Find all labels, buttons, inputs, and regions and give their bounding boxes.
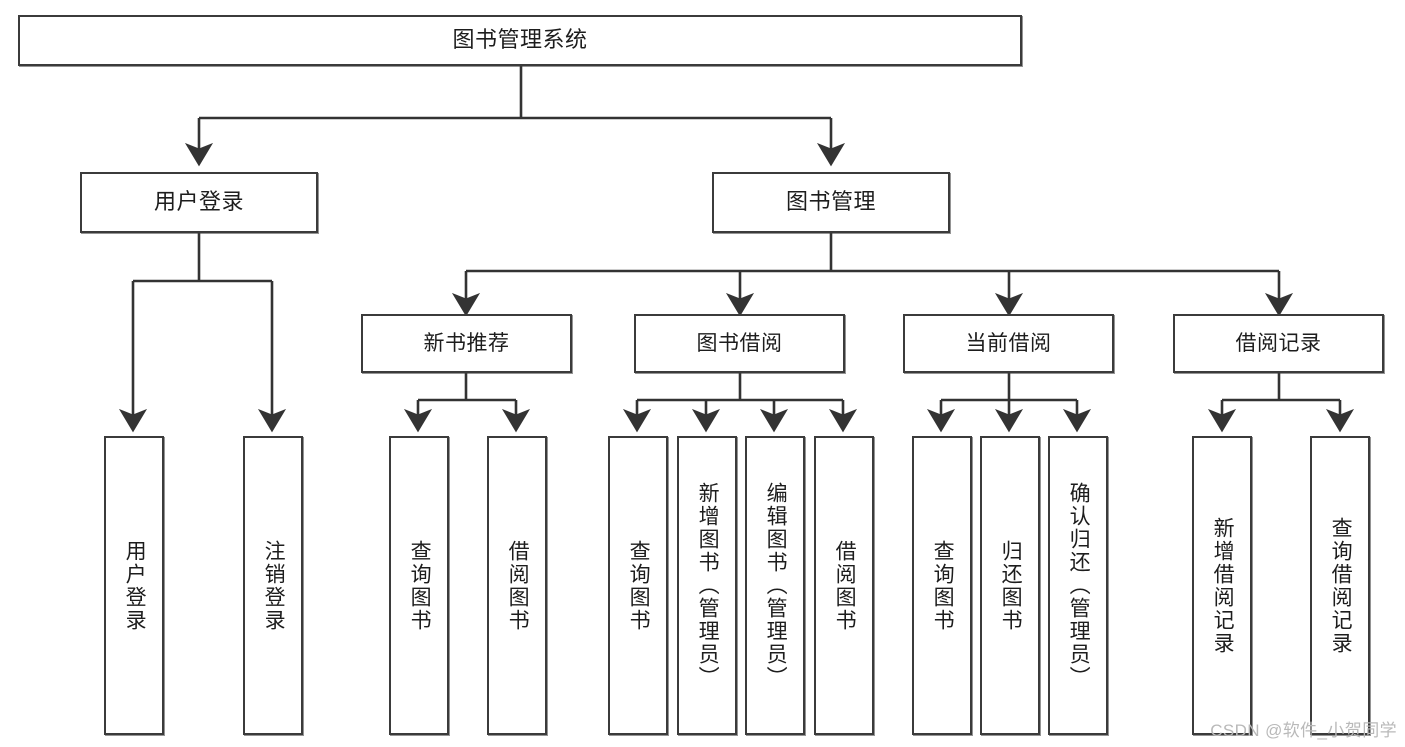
node-leaf-borrow-book-2[interactable]: 借阅图书 — [814, 436, 874, 735]
node-book-manage[interactable]: 图书管理 — [712, 172, 950, 233]
node-user-login-label: 用户登录 — [153, 189, 244, 215]
node-current-borrow[interactable]: 当前借阅 — [903, 314, 1114, 373]
node-book-borrow[interactable]: 图书借阅 — [634, 314, 845, 373]
node-leaf-confirm-return-label: 确认归还（管理员） — [1067, 482, 1091, 689]
node-leaf-query-book-1-label: 查询图书 — [408, 539, 432, 632]
node-leaf-logout[interactable]: 注销登录 — [243, 436, 303, 735]
csdn-watermark: CSDN @软件_小贺同学 — [1210, 721, 1397, 740]
node-leaf-user-login-label: 用户登录 — [123, 539, 147, 632]
node-leaf-add-book[interactable]: 新增图书（管理员） — [677, 436, 737, 735]
node-borrow-record[interactable]: 借阅记录 — [1173, 314, 1384, 373]
node-leaf-borrow-book-1-label: 借阅图书 — [506, 539, 530, 632]
node-leaf-user-login[interactable]: 用户登录 — [104, 436, 164, 735]
node-leaf-query-book-3[interactable]: 查询图书 — [912, 436, 972, 735]
node-root-label: 图书管理系统 — [452, 27, 588, 53]
node-leaf-borrow-book-1[interactable]: 借阅图书 — [487, 436, 547, 735]
node-leaf-logout-label: 注销登录 — [262, 539, 286, 632]
node-leaf-add-record-label: 新增借阅记录 — [1211, 516, 1235, 655]
node-book-manage-label: 图书管理 — [785, 189, 876, 215]
node-leaf-edit-book[interactable]: 编辑图书（管理员） — [745, 436, 805, 735]
node-leaf-edit-book-label: 编辑图书（管理员） — [764, 482, 788, 689]
node-user-login[interactable]: 用户登录 — [80, 172, 318, 233]
node-new-book-recommend-label: 新书推荐 — [423, 331, 510, 355]
node-leaf-query-book-2[interactable]: 查询图书 — [608, 436, 668, 735]
node-leaf-return-book[interactable]: 归还图书 — [980, 436, 1040, 735]
node-leaf-query-record-label: 查询借阅记录 — [1329, 516, 1353, 655]
node-leaf-query-record[interactable]: 查询借阅记录 — [1310, 436, 1370, 735]
node-root[interactable]: 图书管理系统 — [18, 15, 1022, 66]
node-current-borrow-label: 当前借阅 — [965, 331, 1052, 355]
node-leaf-return-book-label: 归还图书 — [999, 539, 1023, 632]
node-leaf-borrow-book-2-label: 借阅图书 — [833, 539, 857, 632]
node-book-borrow-label: 图书借阅 — [696, 331, 783, 355]
node-leaf-query-book-1[interactable]: 查询图书 — [389, 436, 449, 735]
node-leaf-add-book-label: 新增图书（管理员） — [696, 482, 720, 689]
node-borrow-record-label: 借阅记录 — [1235, 331, 1322, 355]
node-leaf-confirm-return[interactable]: 确认归还（管理员） — [1048, 436, 1108, 735]
node-leaf-add-record[interactable]: 新增借阅记录 — [1192, 436, 1252, 735]
node-new-book-recommend[interactable]: 新书推荐 — [361, 314, 572, 373]
node-leaf-query-book-3-label: 查询图书 — [931, 539, 955, 632]
node-leaf-query-book-2-label: 查询图书 — [627, 539, 651, 632]
